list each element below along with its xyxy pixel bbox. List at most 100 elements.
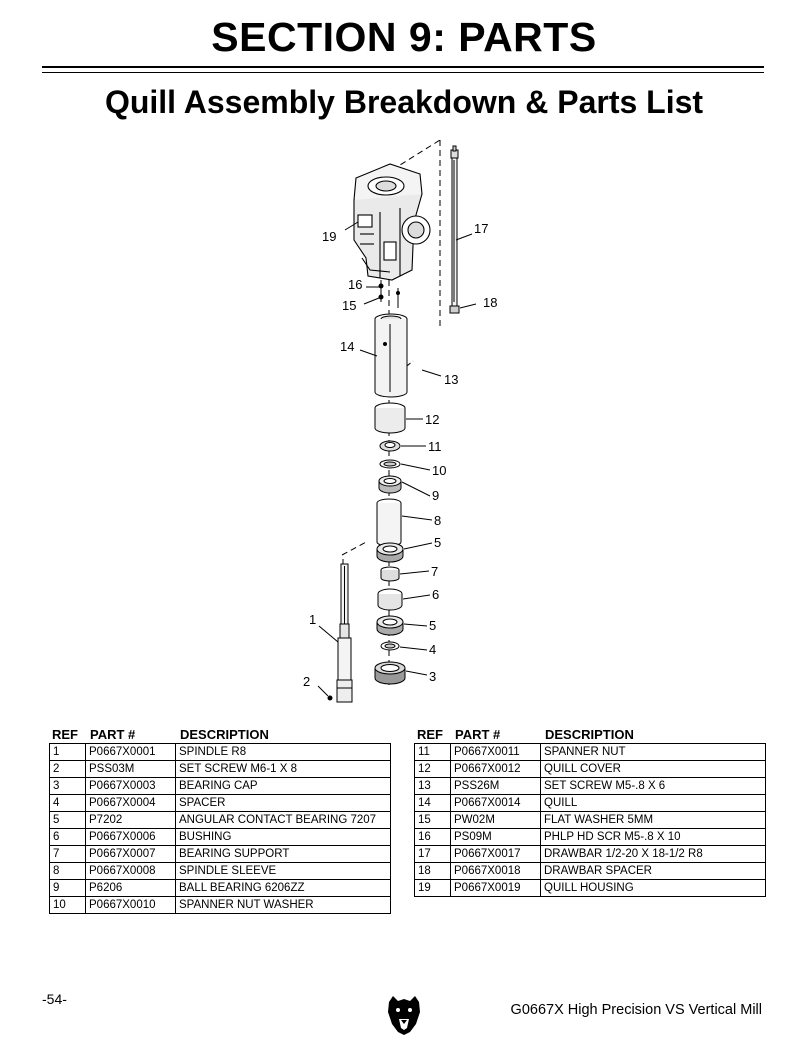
callout-19: 19: [322, 229, 336, 244]
ref-cell: 9: [49, 879, 86, 897]
spanner-nut-washer-part: [379, 459, 401, 469]
callout-4: 4: [429, 642, 436, 657]
ref-cell: 2: [49, 760, 86, 778]
part-number-cell: PW02M: [450, 811, 541, 829]
part-number-header: PART #: [90, 727, 136, 742]
callout-13: 13: [444, 372, 458, 387]
drawbar-spacer-part: [449, 305, 460, 314]
callout-7: 7: [431, 564, 438, 579]
callout-18: 18: [483, 295, 497, 310]
description-cell: QUILL: [540, 794, 766, 812]
callout-1: 1: [309, 612, 316, 627]
description-header: DESCRIPTION: [545, 727, 634, 742]
part-number-cell: P0667X0001: [85, 743, 176, 761]
part-number-cell: P0667X0004: [85, 794, 176, 812]
ref-cell: 13: [414, 777, 451, 795]
description-cell: ANGULAR CONTACT BEARING 7207: [175, 811, 391, 829]
table-header: REF PART # DESCRIPTION: [414, 727, 766, 743]
part-number-cell: PSS26M: [450, 777, 541, 795]
page-number: -54-: [42, 991, 67, 1007]
table-header: REF PART # DESCRIPTION: [49, 727, 391, 743]
set-screw-part: [327, 695, 333, 701]
description-cell: BALL BEARING 6206ZZ: [175, 879, 391, 897]
ref-header: REF: [417, 727, 443, 742]
bear-head-icon: [388, 996, 420, 1035]
part-number-cell: P6206: [85, 879, 176, 897]
callout-5-upper: 5: [434, 535, 441, 550]
description-cell: SPINDLE SLEEVE: [175, 862, 391, 880]
ref-cell: 18: [414, 862, 451, 880]
part-number-cell: P0667X0012: [450, 760, 541, 778]
bearing-cap-part: [374, 661, 406, 685]
spacer-part: [380, 641, 400, 651]
ref-cell: 14: [414, 794, 451, 812]
spindle-part: [336, 563, 353, 703]
description-cell: PHLP HD SCR M5-.8 X 10: [540, 828, 766, 846]
callout-8: 8: [434, 513, 441, 528]
part-number-cell: P0667X0008: [85, 862, 176, 880]
ref-cell: 1: [49, 743, 86, 761]
quill-assembly-diagram: 19 17 18 16 15 14 13 12 11 10 9 8 5 7 6 …: [303, 139, 497, 703]
bearing-support-part: [380, 566, 400, 582]
angular-bearing-upper-part: [376, 542, 404, 563]
part-number-cell: PS09M: [450, 828, 541, 846]
quill-housing-part: [353, 163, 431, 281]
callout-5-lower: 5: [429, 618, 436, 633]
callout-14: 14: [340, 339, 354, 354]
description-cell: SPACER: [175, 794, 391, 812]
part-number-cell: P0667X0011: [450, 743, 541, 761]
description-cell: BEARING CAP: [175, 777, 391, 795]
callout-2: 2: [303, 674, 310, 689]
description-cell: SPANNER NUT: [540, 743, 766, 761]
model-name: G0667X High Precision VS Vertical Mill: [510, 1002, 762, 1018]
part-number-cell: P0667X0003: [85, 777, 176, 795]
ref-cell: 7: [49, 845, 86, 863]
ref-cell: 17: [414, 845, 451, 863]
part-number-header: PART #: [455, 727, 501, 742]
ref-cell: 4: [49, 794, 86, 812]
description-cell: QUILL COVER: [540, 760, 766, 778]
part-number-cell: P0667X0006: [85, 828, 176, 846]
ref-cell: 3: [49, 777, 86, 795]
description-cell: SET SCREW M6-1 X 8: [175, 760, 391, 778]
ref-cell: 19: [414, 879, 451, 897]
description-cell: DRAWBAR 1/2-20 X 18-1/2 R8: [540, 845, 766, 863]
ref-cell: 6: [49, 828, 86, 846]
spanner-nut-part: [379, 440, 401, 452]
description-cell: FLAT WASHER 5MM: [540, 811, 766, 829]
callout-15: 15: [342, 298, 356, 313]
description-cell: SPANNER NUT WASHER: [175, 896, 391, 914]
part-number-cell: P7202: [85, 811, 176, 829]
spindle-sleeve-part: [376, 498, 402, 547]
ball-bearing-part: [378, 475, 402, 494]
bushing-part: [377, 588, 403, 611]
ref-cell: 8: [49, 862, 86, 880]
description-cell: SET SCREW M5-.8 X 6: [540, 777, 766, 795]
callout-6: 6: [432, 587, 439, 602]
description-cell: DRAWBAR SPACER: [540, 862, 766, 880]
ref-cell: 11: [414, 743, 451, 761]
callout-16: 16: [348, 277, 362, 292]
part-number-cell: P0667X0017: [450, 845, 541, 863]
ref-cell: 5: [49, 811, 86, 829]
callout-11: 11: [428, 439, 442, 454]
description-cell: BEARING SUPPORT: [175, 845, 391, 863]
